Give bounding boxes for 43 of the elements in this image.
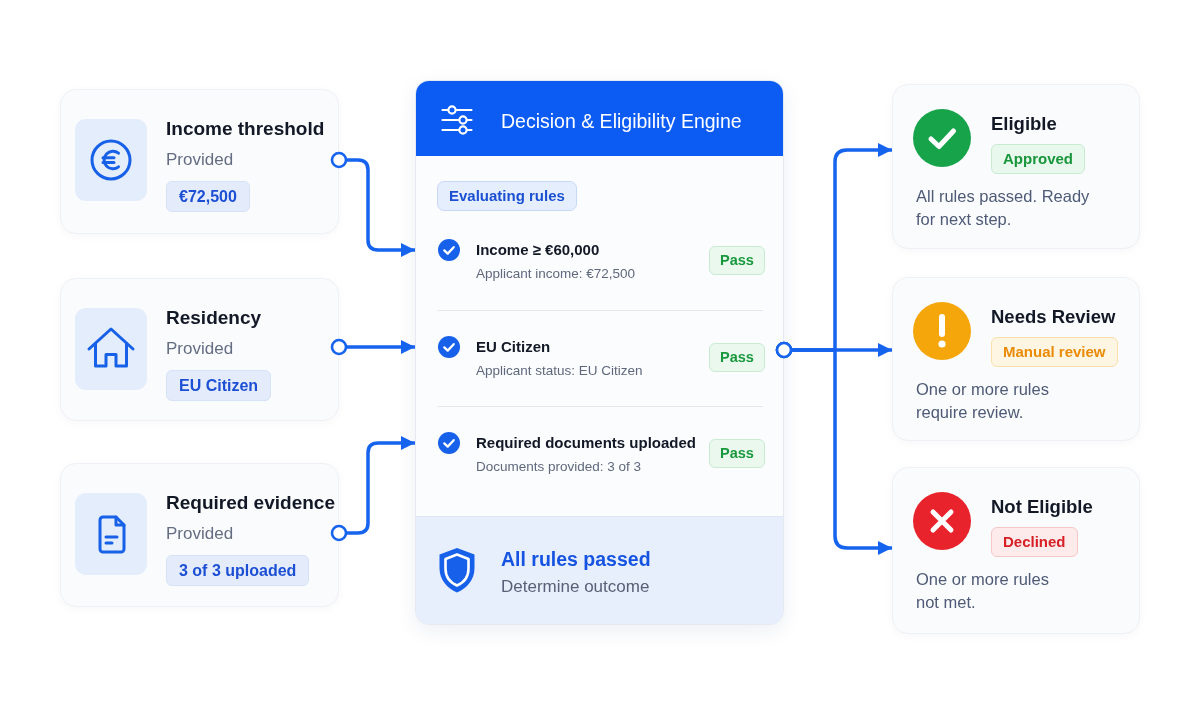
value-badge: EU Citizen — [166, 370, 272, 401]
outcome-badge: Manual review — [991, 337, 1118, 367]
outcome-description: All rules passed. Ready for next step. — [916, 186, 1091, 230]
input-card — [60, 278, 339, 421]
outcome-title: Eligible — [991, 112, 1057, 136]
rule-title: Income ≥ €60,000 — [476, 240, 600, 260]
status-text: Provided — [166, 338, 234, 360]
input-card — [60, 463, 339, 607]
status-badge: Pass — [709, 343, 765, 372]
result-detail: Determine outcome — [501, 576, 650, 598]
status-text: Provided — [166, 149, 234, 171]
rule-title: Required documents uploaded — [476, 433, 697, 453]
rule-detail: Documents provided: 3 of 3 — [476, 458, 642, 476]
outcome-card — [892, 467, 1140, 634]
outcome-title: Not Eligible — [991, 495, 1093, 519]
panel-title: Decision & Eligibility Engine — [501, 109, 742, 133]
input-card — [60, 89, 339, 234]
outcome-card — [892, 84, 1140, 249]
value-badge: €72,500 — [166, 181, 250, 212]
status-badge: Pass — [709, 246, 765, 275]
outcome-badge: Declined — [991, 527, 1078, 557]
connector-arrow — [330, 338, 415, 356]
rule-title: EU Citizen — [476, 337, 551, 357]
value-badge: 3 of 3 uploaded — [166, 555, 310, 586]
connector-arrow — [775, 341, 892, 555]
connector-arrow — [330, 151, 415, 257]
rule-detail: Applicant status: EU Citizen — [476, 362, 643, 380]
engine-panel — [415, 80, 784, 625]
result-footer — [416, 516, 783, 624]
section-tag: Evaluating rules — [437, 181, 577, 211]
outcome-description: One or more rules not met. — [916, 569, 1050, 613]
outcome-title: Needs Review — [991, 305, 1116, 329]
connector-arrow — [330, 436, 415, 542]
status-badge: Pass — [709, 439, 765, 468]
outcome-badge: Approved — [991, 144, 1085, 174]
card-title: Income threshold — [166, 117, 325, 141]
card-title: Required evidence — [166, 491, 335, 515]
rule-detail: Applicant income: €72,500 — [476, 265, 636, 283]
result-title: All rules passed — [501, 547, 651, 571]
outcome-card — [892, 277, 1140, 441]
outcome-description: One or more rules require review. — [916, 379, 1050, 423]
card-title: Residency — [166, 306, 262, 330]
status-text: Provided — [166, 523, 234, 545]
